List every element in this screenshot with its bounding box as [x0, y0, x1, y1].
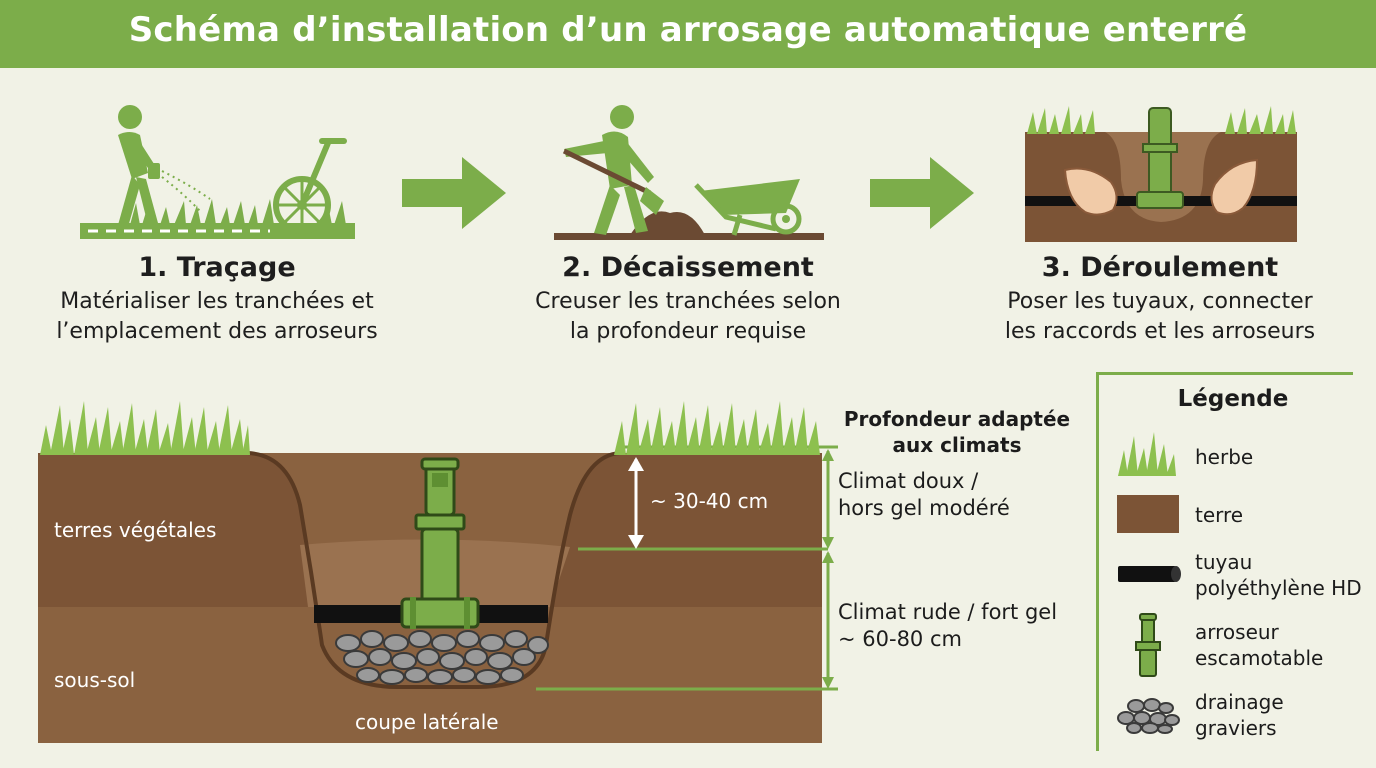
- step-2-desc-line2: la profondeur requise: [569, 319, 807, 344]
- legend-grass-label: herbe: [1195, 445, 1254, 469]
- subsoil-label: sous-sol: [54, 668, 136, 692]
- mild-climate-line2: hors gel modéré: [838, 496, 1010, 520]
- harsh-climate-line2: ~ 60-80 cm: [838, 627, 962, 651]
- step-1-desc-line1: Matérialiser les tranchées et: [60, 289, 374, 314]
- legend-soil-label: terre: [1195, 503, 1244, 527]
- step-1: 1. Traçage Matérialiser les tranchées et…: [0, 252, 437, 347]
- legend-pipe-line1: tuyau: [1195, 550, 1253, 574]
- step-1-title: 1. Traçage: [138, 252, 296, 283]
- legend-gravel-line2: graviers: [1195, 716, 1277, 740]
- legend-gravel-line1: drainage: [1195, 690, 1284, 714]
- harsh-climate-label: Climat rude / fort gel ~ 60-80 cm: [838, 599, 1057, 653]
- step-2: 2. Décaissement Creuser les tranchées se…: [468, 252, 908, 347]
- legend-sprinkler-label: arroseur escamotable: [1195, 619, 1323, 671]
- page-title: Schéma d’installation d’un arrosage auto…: [128, 10, 1248, 50]
- trench-cross-section: [38, 401, 838, 743]
- cross-section-caption: coupe latérale: [355, 710, 499, 734]
- step-1-desc-line2: l’emplacement des arroseurs: [56, 319, 378, 344]
- pipe-icon: [1118, 566, 1181, 582]
- legend-sprinkler-line2: escamotable: [1195, 646, 1324, 670]
- sprinkler-icon: [1135, 613, 1161, 677]
- grass-icon: [1118, 432, 1176, 476]
- arrow-right-icon: [402, 157, 506, 229]
- step-3: 3. Déroulement Poser les tuyaux, connect…: [940, 252, 1376, 347]
- mild-climate-label: Climat doux / hors gel modéré: [838, 468, 1010, 522]
- step-3-desc-line2: les raccords et les arroseurs: [1004, 319, 1316, 344]
- legend-sprinkler-line1: arroseur: [1195, 620, 1279, 644]
- depth-heading-line1: Profondeur adaptée: [843, 407, 1071, 431]
- step-3-title: 3. Déroulement: [1041, 252, 1279, 283]
- marking-illustration: [80, 105, 355, 239]
- step-2-desc-line1: Creuser les tranchées selon: [535, 289, 841, 314]
- step-3-desc-line1: Poser les tuyaux, connecter: [1007, 289, 1313, 314]
- arrow-right-icon: [870, 157, 974, 229]
- gravel-icon: [1117, 698, 1180, 734]
- depth-heading-line2: aux climats: [892, 433, 1022, 457]
- legend-gravel-label: drainage graviers: [1195, 689, 1284, 741]
- legend: [1096, 372, 1353, 751]
- harsh-climate-line1: Climat rude / fort gel: [838, 600, 1058, 624]
- legend-title: Légende: [1177, 386, 1289, 412]
- depth-heading: Profondeur adaptée aux climats: [842, 406, 1072, 458]
- soil-icon: [1117, 495, 1179, 533]
- shallow-depth-label: ~ 30-40 cm: [650, 489, 769, 513]
- legend-pipe-line2: polyéthylène HD: [1195, 576, 1362, 600]
- pipe-laying-illustration: [1025, 106, 1297, 242]
- legend-pipe-label: tuyau polyéthylène HD: [1195, 549, 1362, 601]
- digging-illustration: [554, 105, 824, 240]
- title-banner: [0, 0, 1376, 68]
- topsoil-label: terres végétales: [54, 518, 217, 542]
- step-2-title: 2. Décaissement: [562, 252, 814, 283]
- mild-climate-line1: Climat doux /: [838, 469, 979, 493]
